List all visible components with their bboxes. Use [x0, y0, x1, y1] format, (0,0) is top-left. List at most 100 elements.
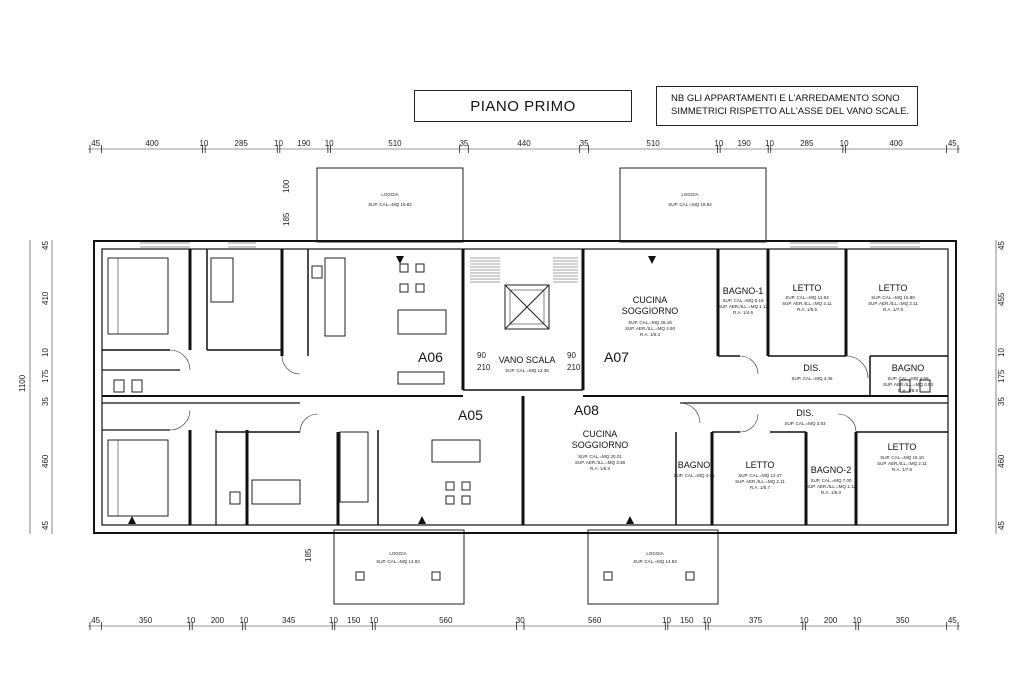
door-swings	[169, 349, 869, 433]
bottom-dim-label-20: 45	[948, 616, 957, 625]
dim-185-bottom: 185	[304, 548, 313, 562]
loggia-tl-info: SUP. CAL.=MQ 18.82	[368, 202, 412, 207]
loggia-top-right: LOGGIA SUP. CAL.=MQ 18.82	[619, 167, 767, 243]
bottom-dim-label-19: 350	[896, 616, 910, 625]
room-dis-a08: DIS. SUP. CAL.=MQ 3.93	[784, 408, 826, 426]
dim-right-1: 455	[997, 292, 1006, 306]
letto-a08b-i1: SUP. CAL.=MQ 16.10	[880, 455, 924, 460]
dim-right-0: 45	[997, 241, 1006, 250]
bottom-dim-label-1: 350	[139, 616, 153, 625]
room-letto-a07a: LETTO SUP. CAL.=MQ 11.63 SUP. AER./ILL.=…	[782, 283, 832, 312]
cucina-a07-l2: SOGGIORNO	[622, 306, 679, 316]
top-dim-label-11: 510	[646, 139, 660, 148]
note-line-1: NB GLI APPARTAMENTI E L'ARREDAMENTO SONO	[671, 93, 900, 104]
left-dimension-chain: 1100 45 410 10 175 35 460 45	[18, 240, 53, 534]
cucina-a07-i1: SUP. CAL.=MQ 28.18	[628, 320, 672, 325]
bagno2-i1: SUP. CAL.=MQ 7.00	[810, 478, 852, 483]
loggia-bl-label: LOGGIA	[389, 551, 406, 556]
dim-right-4: 35	[997, 397, 1006, 406]
room-bagno2: BAGNO-2 SUP. CAL.=MQ 7.00 SUP. AER./ILL.…	[806, 465, 857, 495]
top-dim-label-0: 45	[91, 139, 100, 148]
letto-a08b-i3: R.A. 1/7.6	[892, 467, 913, 472]
dis-a07-label: DIS.	[803, 363, 821, 373]
stair-core	[470, 257, 578, 330]
letto-a08a-i3: R.A. 1/5.7	[750, 485, 771, 490]
interior-walls	[102, 249, 948, 525]
bottom-dim-label-9: 560	[439, 616, 453, 625]
dim-right-2: 10	[997, 348, 1006, 357]
letto-a07a-i3: R.A. 1/5.5	[797, 307, 818, 312]
bottom-dim-label-5: 345	[282, 616, 296, 625]
dim-left-total: 1100	[18, 374, 27, 392]
bagno1-i3: R.A. 1/4.6	[733, 310, 754, 315]
cucina-a08-l2: SOGGIORNO	[572, 440, 629, 450]
dis-a08-label: DIS.	[796, 408, 814, 418]
bottom-dim-label-13: 150	[680, 616, 694, 625]
loggia-br-info: SUP. CAL.=MQ 14.93	[633, 559, 677, 564]
dim-left-0: 45	[41, 241, 50, 250]
dim-90-a: 90	[477, 351, 486, 360]
loggia-top-left: LOGGIA SUP. CAL.=MQ 18.82	[316, 167, 464, 243]
dim-left-6: 45	[41, 521, 50, 530]
vano-scala-label: VANO SCALA	[499, 355, 556, 365]
cucina-a08-i1: SUP. CAL.=MQ 20.01	[578, 454, 622, 459]
top-dim-label-7: 510	[388, 139, 402, 148]
bagno2-label: BAGNO-2	[811, 465, 852, 475]
bottom-dim-label-7: 150	[347, 616, 361, 625]
bagno1-label: BAGNO-1	[723, 286, 764, 296]
bottom-dim-label-14: 10	[702, 616, 711, 625]
letto-a08b-i2: SUP. AER./ILL.=MQ 2.11	[877, 461, 927, 466]
letto-a07b-i2: SUP. AER./ILL.=MQ 2.11	[868, 301, 918, 306]
bottom-dim-label-15: 375	[749, 616, 763, 625]
dim-185-top: 185	[282, 212, 291, 226]
letto-a08a-i1: SUP. CAL.=MQ 12.47	[738, 473, 782, 478]
bagno1-i1: SUP. CAL.=MQ 5.19	[722, 298, 764, 303]
apartment-a07-label: A07	[604, 349, 629, 365]
room-cucina-a08: CUCINA SOGGIORNO SUP. CAL.=MQ 20.01 SUP.…	[572, 429, 629, 471]
loggia-bottom-left: LOGGIA SUP. CAL.=MQ 14.93	[333, 529, 465, 605]
top-dim-label-14: 10	[765, 139, 774, 148]
loggia-tl-label: LOGGIA	[381, 192, 398, 197]
apartment-a08-label: A08	[574, 402, 599, 418]
bagno-a07-i1: SUP. CAL.=MQ 4.69	[887, 376, 929, 381]
bagno-a08-label: BAGNO	[678, 460, 711, 470]
dim-right-3: 175	[997, 369, 1006, 383]
bottom-dim-label-17: 200	[824, 616, 838, 625]
bottom-dim-label-4: 10	[239, 616, 248, 625]
symmetry-note: NB GLI APPARTAMENTI E L'ARREDAMENTO SONO…	[656, 86, 918, 126]
bagno2-i3: R.A. 1/6.0	[821, 490, 842, 495]
letto-a07a-label: LETTO	[793, 283, 822, 293]
loggia-bl-info: SUP. CAL.=MQ 14.93	[376, 559, 420, 564]
cucina-a07-l1: CUCINA	[633, 295, 668, 305]
dim-left-4: 35	[41, 397, 50, 406]
apartment-a06-label: A06	[418, 349, 443, 365]
cucina-a08-l1: CUCINA	[583, 429, 618, 439]
bottom-dim-label-12: 10	[662, 616, 671, 625]
bagno-a07-i2: SUP. AER./ILL.=MQ 0.53	[883, 382, 934, 387]
furniture	[107, 257, 931, 517]
cucina-a07-i3: R.A. 1/6.3	[640, 332, 661, 337]
top-dim-label-9: 440	[517, 139, 531, 148]
room-dis-a07: DIS. SUP. CAL.=MQ 4.46	[791, 363, 833, 381]
top-dim-label-4: 10	[274, 139, 283, 148]
top-dim-label-5: 190	[297, 139, 311, 148]
note-line-2: SIMMETRICI RISPETTO ALL'ASSE DEL VANO SC…	[671, 106, 910, 117]
dim-210-b: 210	[567, 363, 581, 372]
room-cucina-a07: CUCINA SOGGIORNO SUP. CAL.=MQ 28.18 SUP.…	[622, 295, 679, 337]
dim-left-1: 410	[41, 291, 50, 305]
dim-100: 100	[282, 179, 291, 193]
bottom-dim-label-10: 30	[516, 616, 525, 625]
letto-a08b-label: LETTO	[888, 442, 917, 452]
bottom-dim-label-6: 10	[329, 616, 338, 625]
right-dimension-chain: 45 455 10 175 35 460 45	[995, 240, 1006, 534]
letto-a07b-label: LETTO	[879, 283, 908, 293]
top-dim-label-16: 10	[840, 139, 849, 148]
top-dim-label-3: 285	[235, 139, 249, 148]
bottom-dim-label-8: 10	[369, 616, 378, 625]
dim-210-a: 210	[477, 363, 491, 372]
top-dim-label-13: 190	[737, 139, 751, 148]
top-dim-label-1: 400	[145, 139, 159, 148]
room-letto-a08a: LETTO SUP. CAL.=MQ 12.47 SUP. AER./ILL.=…	[735, 460, 785, 490]
